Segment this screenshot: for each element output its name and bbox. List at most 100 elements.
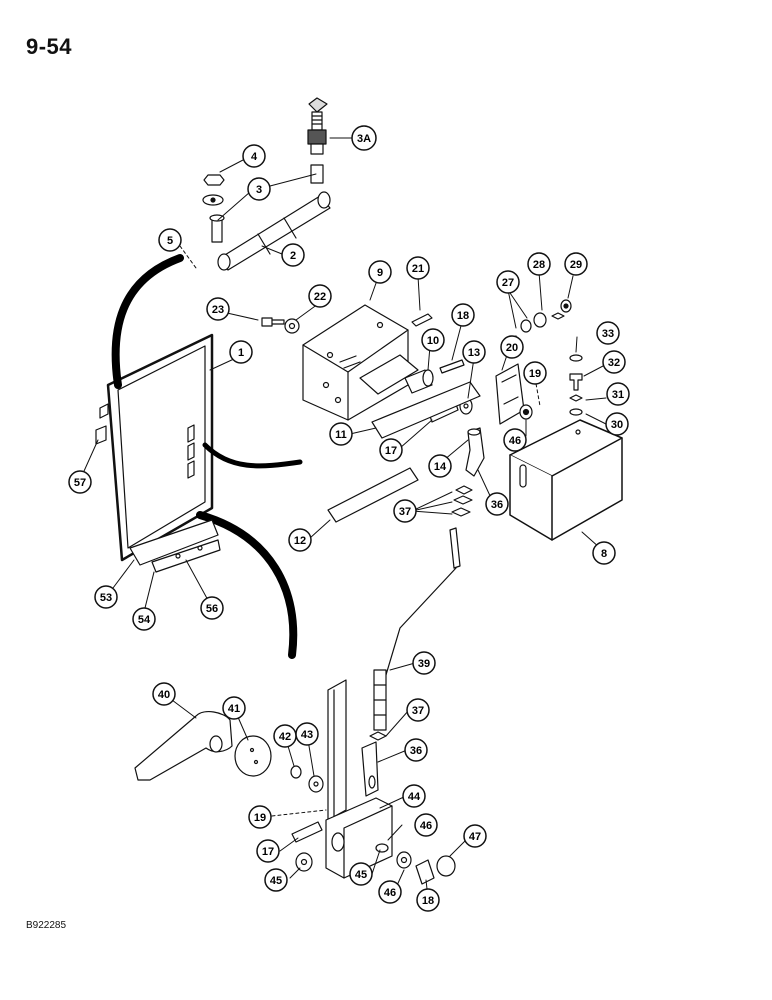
callout-9: 9: [368, 260, 392, 284]
svg-text:46: 46: [509, 435, 521, 447]
callout-29: 29: [564, 252, 588, 276]
callout-30: 30: [605, 412, 629, 436]
callout-21: 21: [406, 256, 430, 280]
svg-text:27: 27: [502, 277, 514, 289]
callout-3A: 3A: [351, 125, 377, 151]
svg-text:57: 57: [74, 477, 86, 489]
latch-rod-assembly: [373, 427, 485, 731]
callout-17-upper: 17: [379, 438, 403, 462]
svg-text:21: 21: [412, 263, 424, 275]
svg-text:17: 17: [262, 846, 274, 858]
callout-46-upper: 46: [503, 428, 527, 452]
leader-lines: [79, 137, 607, 899]
callout-20: 20: [500, 335, 524, 359]
callout-layer: 4 3A 3 5 2 9 21 27 28 29 23 22 18 33 10 …: [68, 125, 630, 912]
callout-18-lower: 18: [416, 888, 440, 912]
svg-text:3A: 3A: [357, 133, 371, 145]
callout-40: 40: [152, 682, 176, 706]
callout-45-right: 45: [349, 862, 373, 886]
svg-text:41: 41: [228, 703, 240, 715]
svg-text:19: 19: [254, 812, 266, 824]
svg-text:32: 32: [608, 357, 620, 369]
svg-text:18: 18: [457, 310, 469, 322]
svg-text:20: 20: [506, 342, 518, 354]
callout-46-mid: 46: [414, 813, 438, 837]
callout-23: 23: [206, 297, 230, 321]
svg-text:46: 46: [384, 887, 396, 899]
svg-text:37: 37: [412, 705, 424, 717]
svg-text:19: 19: [529, 368, 541, 380]
callout-45-left: 45: [264, 868, 288, 892]
callout-28: 28: [527, 252, 551, 276]
svg-text:4: 4: [251, 151, 258, 163]
svg-text:8: 8: [601, 548, 607, 560]
svg-text:18: 18: [422, 895, 434, 907]
callout-14: 14: [428, 454, 452, 478]
callout-8: 8: [592, 541, 616, 565]
callout-56: 56: [200, 596, 224, 620]
callout-5: 5: [158, 228, 182, 252]
page-number: 9-54: [26, 34, 73, 59]
callout-44: 44: [402, 784, 426, 808]
svg-text:39: 39: [418, 658, 430, 670]
svg-text:56: 56: [206, 603, 218, 615]
callout-3: 3: [247, 177, 271, 201]
callout-36-upper: 36: [485, 492, 509, 516]
callout-37-upper: 37: [393, 499, 417, 523]
svg-text:5: 5: [167, 235, 173, 247]
svg-text:29: 29: [570, 259, 582, 271]
svg-text:37: 37: [399, 506, 411, 518]
svg-text:14: 14: [434, 461, 447, 473]
svg-text:22: 22: [314, 291, 326, 303]
callout-32: 32: [602, 350, 626, 374]
svg-text:3: 3: [256, 184, 262, 196]
svg-text:13: 13: [468, 347, 480, 359]
callout-4: 4: [242, 144, 266, 168]
svg-text:54: 54: [138, 614, 151, 626]
callout-10: 10: [421, 328, 445, 352]
callout-53: 53: [94, 585, 118, 609]
callout-12: 12: [288, 528, 312, 552]
svg-text:45: 45: [270, 875, 282, 887]
svg-text:43: 43: [301, 729, 313, 741]
svg-text:9: 9: [377, 267, 383, 279]
svg-text:28: 28: [533, 259, 545, 271]
lower-latch-assembly: [134, 679, 456, 885]
svg-text:36: 36: [491, 499, 503, 511]
door-panel: [95, 254, 303, 659]
svg-text:40: 40: [158, 689, 170, 701]
svg-text:10: 10: [427, 335, 439, 347]
figure-code: B922285: [26, 920, 67, 931]
callout-31: 31: [606, 382, 630, 406]
bracket-9: [261, 304, 481, 523]
svg-text:33: 33: [602, 328, 614, 340]
callout-47: 47: [463, 824, 487, 848]
svg-text:53: 53: [100, 592, 112, 604]
callout-27: 27: [496, 270, 520, 294]
svg-text:45: 45: [355, 869, 367, 881]
callout-36-lower: 36: [404, 738, 428, 762]
svg-text:30: 30: [611, 419, 623, 431]
callout-18-upper: 18: [451, 303, 475, 327]
svg-text:42: 42: [279, 731, 291, 743]
callout-33: 33: [596, 321, 620, 345]
callout-19-upper: 19: [523, 361, 547, 385]
callout-13: 13: [462, 340, 486, 364]
svg-text:31: 31: [612, 389, 624, 401]
callout-46-lower: 46: [378, 880, 402, 904]
svg-text:17: 17: [385, 445, 397, 457]
svg-text:36: 36: [410, 745, 422, 757]
callout-39: 39: [412, 651, 436, 675]
callout-22: 22: [308, 284, 332, 308]
callout-17-lower: 17: [256, 839, 280, 863]
callout-57: 57: [68, 470, 92, 494]
svg-text:12: 12: [294, 535, 306, 547]
callout-19-lower: 19: [248, 805, 272, 829]
callout-11: 11: [329, 422, 353, 446]
svg-text:44: 44: [408, 791, 421, 803]
svg-text:1: 1: [238, 347, 244, 359]
svg-text:2: 2: [290, 250, 296, 262]
callout-37-lower: 37: [406, 698, 430, 722]
gas-strut-assembly: [202, 97, 331, 271]
